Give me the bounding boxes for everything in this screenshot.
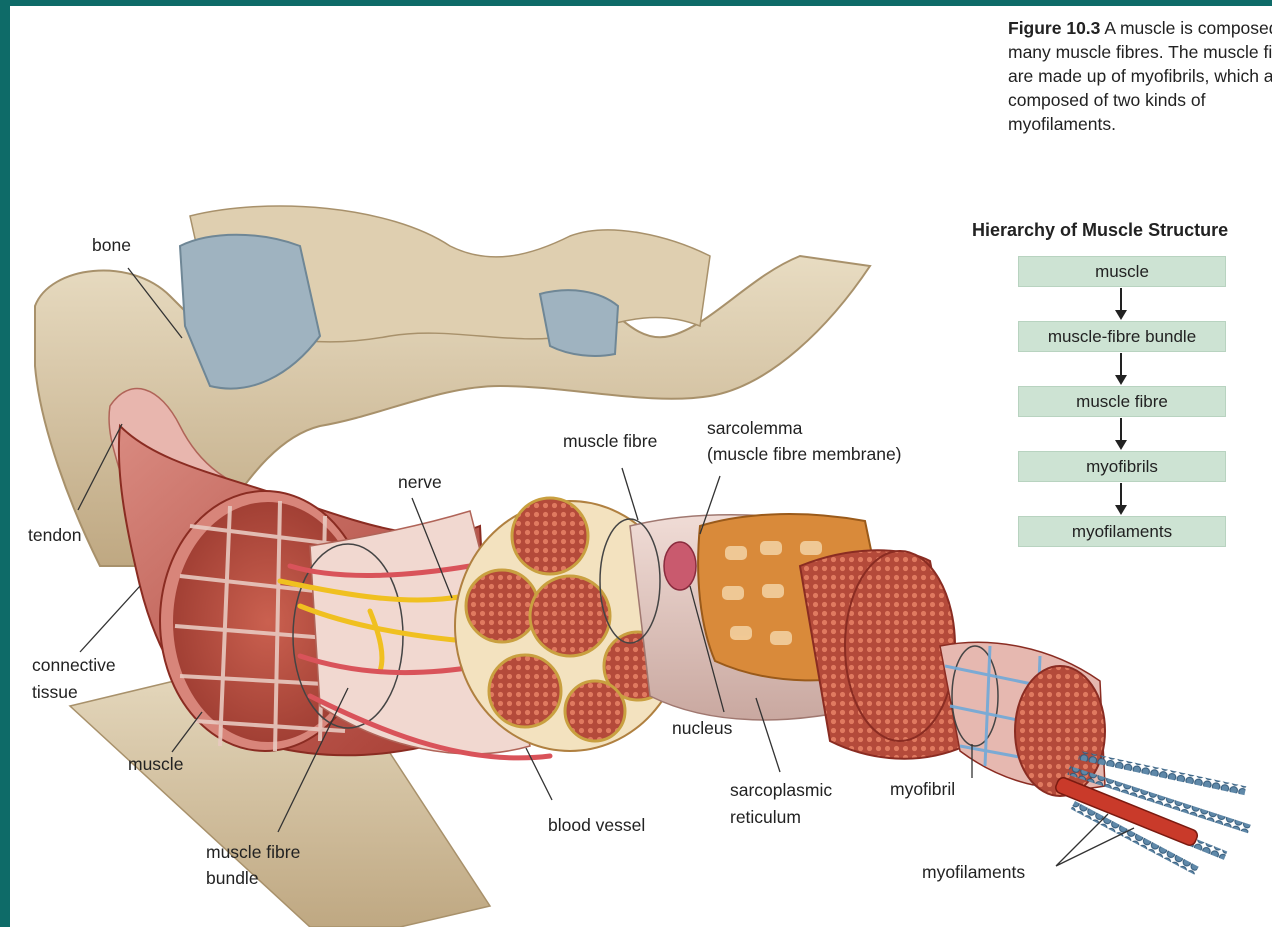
hierarchy-arrow: [1120, 483, 1122, 513]
cartilage-2: [540, 290, 618, 356]
label-sarcolemma-line1: sarcolemma: [707, 416, 802, 440]
figure-label: Figure 10.3: [1008, 18, 1100, 38]
label-myofilaments: myofilaments: [922, 860, 1025, 884]
label-tendon: tendon: [28, 523, 82, 547]
label-sarcolemma-line2: (muscle fibre membrane): [707, 442, 902, 466]
hierarchy-box-muscle-fibre: muscle fibre: [1018, 386, 1226, 417]
hierarchy-box-muscle: muscle: [1018, 256, 1226, 287]
label-muscle-fibre-bundle-line1: muscle fibre: [206, 840, 300, 864]
label-blood-vessel: blood vessel: [548, 813, 645, 837]
label-muscle-fibre: muscle fibre: [563, 429, 657, 453]
figure-page: Figure 10.3A muscle is composed of many …: [10, 6, 1272, 927]
label-bone: bone: [92, 233, 131, 257]
label-sarcoplasmic-reticulum-line2: reticulum: [730, 805, 801, 829]
hierarchy-box-myofibrils: myofibrils: [1018, 451, 1226, 482]
hierarchy-arrow: [1120, 288, 1122, 318]
label-connective-tissue-line2: tissue: [32, 680, 78, 704]
nucleus-shape: [664, 542, 696, 590]
label-sarcoplasmic-reticulum-line1: sarcoplasmic: [730, 778, 832, 802]
label-muscle: muscle: [128, 752, 183, 776]
label-muscle-fibre-bundle-line2: bundle: [206, 866, 259, 890]
hierarchy-arrow: [1120, 353, 1122, 383]
label-connective-tissue-line1: connective: [32, 653, 116, 677]
label-myofibril: myofibril: [890, 777, 955, 801]
label-nucleus: nucleus: [672, 716, 732, 740]
figure-caption: Figure 10.3A muscle is composed of many …: [1008, 16, 1272, 136]
hierarchy-box-myofilaments: myofilaments: [1018, 516, 1226, 547]
hierarchy-title: Hierarchy of Muscle Structure: [972, 220, 1228, 241]
hierarchy-box-muscle-fibre-bundle: muscle-fibre bundle: [1018, 321, 1226, 352]
hierarchy-arrow: [1120, 418, 1122, 448]
label-nerve: nerve: [398, 470, 442, 494]
